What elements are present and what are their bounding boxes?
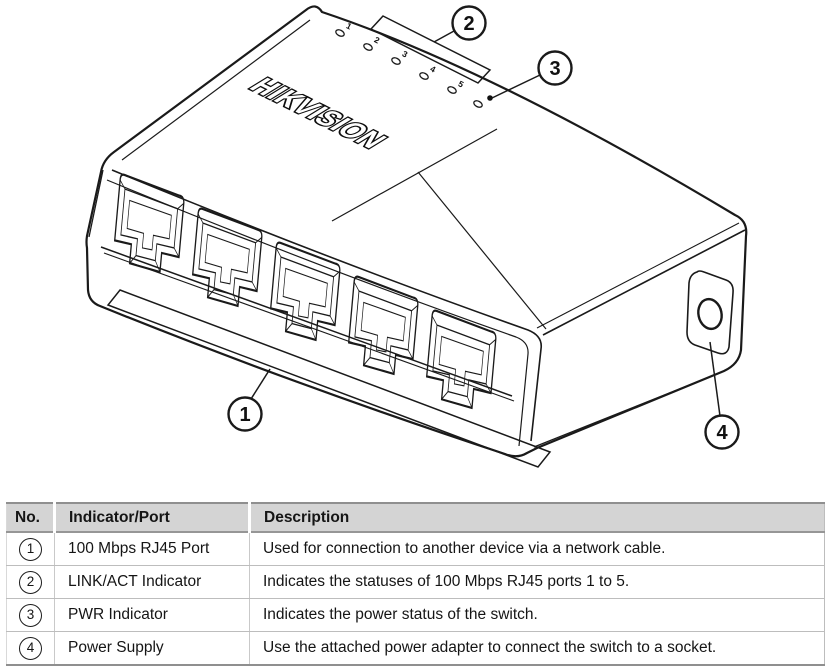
header-description: Description	[248, 503, 825, 533]
led-indicator-port2	[363, 43, 373, 51]
switch-device: HIKVISION 1 2 3 4 5	[85, 5, 748, 458]
description-cell: Use the attached power adapter to connec…	[249, 631, 825, 666]
row-number-badge: 2	[19, 570, 42, 594]
led-number-label: 3	[401, 48, 410, 59]
callout-3-circle	[537, 50, 573, 86]
callout-3-number: 3	[549, 58, 560, 80]
led-indicator-port5	[447, 86, 457, 94]
power-jack-panel	[686, 270, 734, 355]
callout-3-leader-line	[491, 74, 541, 99]
led-indicator-pwr	[473, 100, 483, 108]
indicator-port-table: No. Indicator/Port Description 1 100 Mbp…	[6, 502, 825, 666]
table-header-row: No. Indicator/Port Description	[6, 503, 825, 533]
led-indicator-port4	[419, 72, 429, 80]
pwr-led-dot	[487, 95, 493, 101]
rj45-port-5	[425, 309, 497, 410]
row-number-badge: 3	[19, 603, 42, 627]
table-row: 2 LINK/ACT Indicator Indicates the statu…	[6, 565, 825, 599]
led-indicator-port1	[335, 29, 345, 37]
hikvision-logo-text: HIKVISION	[242, 74, 394, 153]
indicator-cell: LINK/ACT Indicator	[54, 565, 250, 599]
top-face-creases	[331, 128, 547, 330]
header-no: No.	[6, 503, 55, 533]
callout-4: 4	[704, 341, 740, 450]
power-jack-hole	[697, 297, 723, 331]
callout-3: 3	[491, 50, 573, 99]
led-number-label: 5	[457, 78, 466, 89]
led-number-label: 1	[345, 20, 354, 31]
callout-2-bracket	[369, 15, 492, 84]
callout-1-bracket	[106, 289, 552, 468]
rj45-port-3	[269, 241, 341, 342]
callout-1-number: 1	[239, 404, 250, 426]
callout-1-leader-line	[250, 368, 271, 400]
led-indicator-port3	[391, 57, 401, 65]
hikvision-logo: HIKVISION	[240, 73, 395, 155]
header-indicator: Indicator/Port	[53, 503, 250, 533]
callout-2-circle	[451, 5, 487, 41]
callout-4-number: 4	[716, 422, 728, 444]
device-edge-lines	[88, 19, 746, 448]
callout-4-circle	[704, 414, 740, 450]
description-cell: Used for connection to another device vi…	[249, 532, 825, 566]
description-cell: Indicates the statuses of 100 Mbps RJ45 …	[249, 565, 825, 599]
rj45-port-1	[113, 173, 185, 274]
led-number-label: 4	[429, 63, 438, 74]
device-diagram: HIKVISION 1 2 3 4 5	[85, 5, 748, 468]
callout-2: 2	[369, 5, 492, 84]
power-supply-jack	[686, 270, 734, 355]
row-number-badge: 4	[19, 636, 42, 660]
indicator-cell: PWR Indicator	[54, 598, 250, 632]
callout-2-leader-line	[433, 30, 455, 43]
device-outline	[85, 5, 748, 458]
table-row: 4 Power Supply Use the attached power ad…	[6, 631, 825, 666]
table-row: 3 PWR Indicator Indicates the power stat…	[6, 598, 825, 632]
led-indicators: 1 2 3 4 5	[335, 20, 493, 108]
callout-4-leader-line	[709, 341, 721, 417]
rj45-ports	[113, 173, 497, 410]
led-number-label: 2	[373, 34, 382, 45]
rj45-port-2	[191, 207, 263, 308]
row-number-badge: 1	[19, 537, 42, 561]
callout-2-number: 2	[463, 13, 474, 35]
rj45-port-4	[347, 275, 419, 376]
indicator-cell: Power Supply	[54, 631, 250, 666]
description-cell: Indicates the power status of the switch…	[249, 598, 825, 632]
callout-1: 1	[106, 289, 552, 468]
callout-1-circle	[227, 396, 263, 432]
indicator-cell: 100 Mbps RJ45 Port	[54, 532, 250, 566]
table-row: 1 100 Mbps RJ45 Port Used for connection…	[6, 532, 825, 566]
